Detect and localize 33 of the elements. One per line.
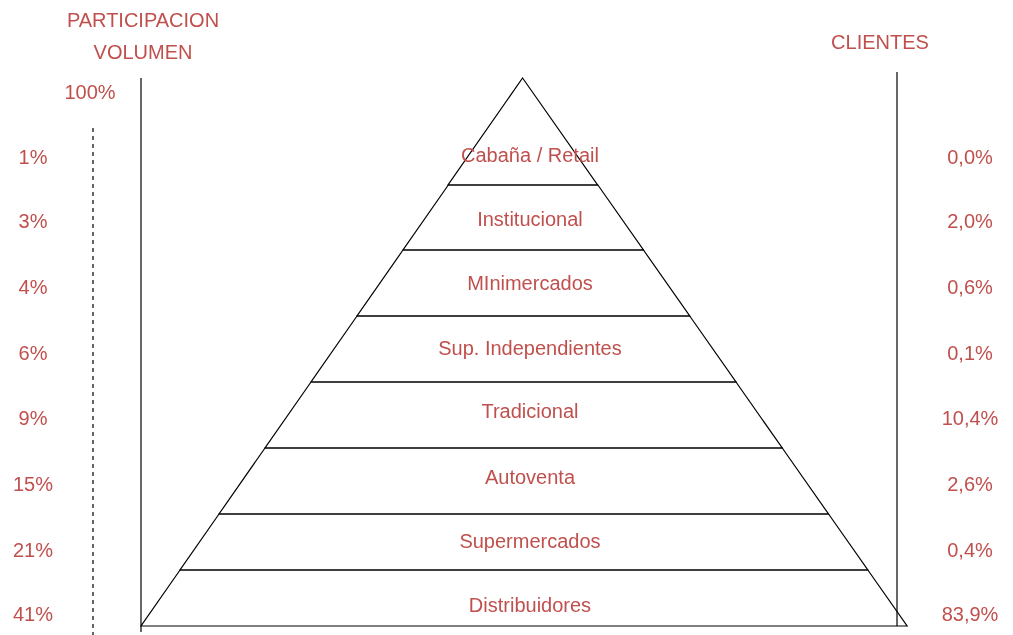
axis-title: PARTICIPACION VOLUMEN <box>65 8 221 65</box>
volume-share-value: 1% <box>18 145 48 170</box>
client-share-value: 2,0% <box>947 209 993 234</box>
axis-title: CLIENTES <box>831 30 929 55</box>
tier-label: Sup. Independientes <box>438 336 622 360</box>
volume-share-value: 15% <box>13 472 53 497</box>
client-share-value: 0,4% <box>947 538 993 563</box>
tier-label: Supermercados <box>459 529 601 553</box>
volume-share-value: 4% <box>18 275 48 300</box>
client-share-value: 2,6% <box>947 472 993 497</box>
client-share-value: 10,4% <box>941 406 999 431</box>
pyramid-tier <box>180 514 868 570</box>
volume-share-value: 41% <box>13 602 53 627</box>
tier-label: MInimercados <box>467 271 593 295</box>
tier-label: Institucional <box>477 207 583 231</box>
volume-share-value: 3% <box>18 209 48 234</box>
client-share-value: 0,1% <box>947 341 993 366</box>
client-share-value: 0,0% <box>947 145 993 170</box>
pyramid-tier <box>219 448 829 514</box>
pyramid-tier <box>265 382 783 448</box>
volume-share-value: 6% <box>18 341 48 366</box>
axis-value: 100% <box>64 80 116 105</box>
pyramid-tier <box>311 316 737 382</box>
tier-label: Autoventa <box>484 465 575 489</box>
pyramid-tier <box>403 185 644 250</box>
client-share-value: 83,9% <box>941 602 999 627</box>
tier-label: Tradicional <box>481 399 579 423</box>
volume-share-value: 21% <box>13 538 53 563</box>
volume-share-value: 9% <box>18 406 48 431</box>
pyramid-tier <box>357 250 690 316</box>
tier-label: Distribuidores <box>468 593 592 617</box>
client-share-value: 0,6% <box>947 275 993 300</box>
pyramid-tier <box>141 570 908 626</box>
